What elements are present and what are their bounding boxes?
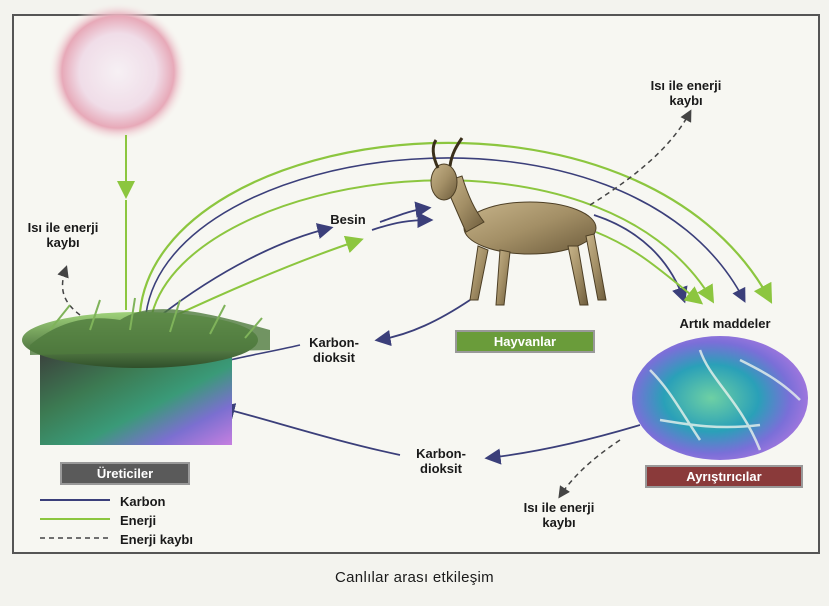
legend-item-carbon: Karbon bbox=[36, 492, 193, 511]
co2-bottom-to-producers bbox=[222, 408, 400, 455]
waste-label: Artık maddeler bbox=[650, 316, 800, 331]
food-label: Besin bbox=[318, 212, 378, 227]
legend-loss-text: Enerji kaybı bbox=[120, 532, 193, 547]
heat-loss-left-label: Isı ile enerji kaybı bbox=[4, 220, 122, 250]
heat-loss-top-label: Isı ile enerji kaybı bbox=[632, 78, 740, 108]
animals-badge: Hayvanlar bbox=[455, 330, 595, 353]
grass-tuft bbox=[22, 298, 270, 368]
animal-waste-2 bbox=[596, 232, 700, 302]
co2-bottom-label: Karbon- dioksit bbox=[396, 446, 486, 476]
decomposer-globe bbox=[632, 336, 808, 460]
legend-item-energy: Enerji bbox=[36, 511, 193, 530]
co2-top-label: Karbon- dioksit bbox=[298, 335, 370, 365]
heat-loss-bottom-arrow bbox=[560, 440, 620, 496]
heat-loss-left-arrow bbox=[63, 268, 80, 315]
decomposers-badge: Ayrıştırıcılar bbox=[645, 465, 803, 488]
caption: Canlılar arası etkileşim bbox=[0, 569, 829, 586]
sun bbox=[48, 2, 188, 142]
heat-loss-bottom-label: Isı ile enerji kaybı bbox=[500, 500, 618, 530]
producers-badge: Üreticiler bbox=[60, 462, 190, 485]
legend: Karbon Enerji Enerji kaybı bbox=[36, 492, 193, 549]
legend-energy-text: Enerji bbox=[120, 513, 156, 528]
legend-carbon-text: Karbon bbox=[120, 494, 166, 509]
legend-item-loss: Enerji kaybı bbox=[36, 530, 193, 549]
heat-loss-top-arrow bbox=[590, 112, 690, 205]
